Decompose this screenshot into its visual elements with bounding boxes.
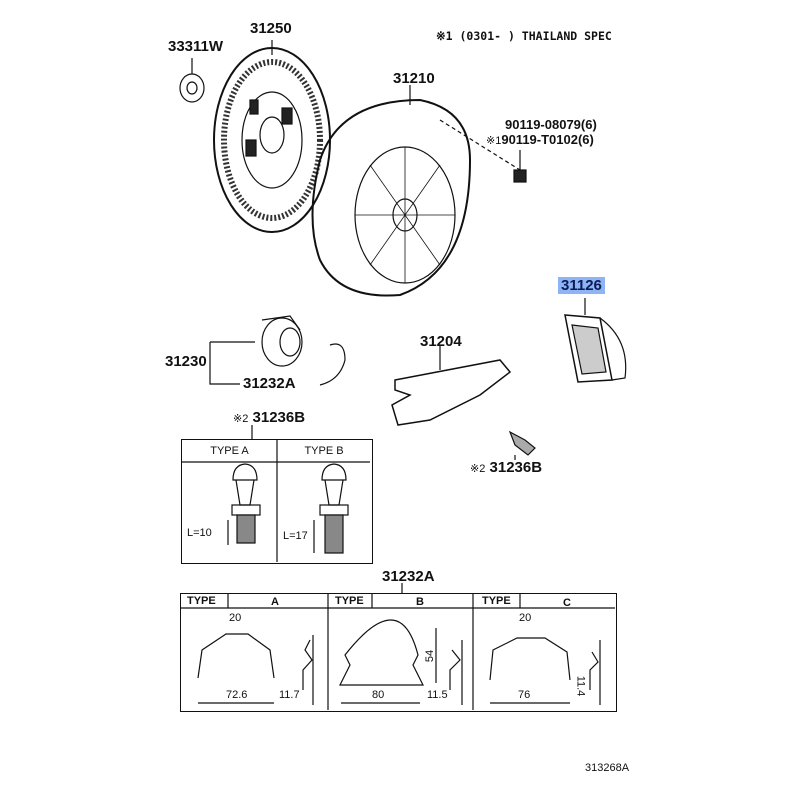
bolt-part-number: 90119-T0102(6) <box>501 132 594 147</box>
clip-c-side-dim: 11.4 <box>574 675 587 697</box>
pivot-length-a: L=10 <box>187 527 212 539</box>
clip-a-top-dim: 20 <box>229 612 242 624</box>
pivot-length-b: L=17 <box>283 530 308 542</box>
clip-type-c: C <box>563 597 571 609</box>
clip-type-label-c: TYPE <box>482 595 511 607</box>
part-31210[interactable]: 31210 <box>393 70 435 87</box>
clip-c-width-dim: 76 <box>518 689 531 701</box>
clip-type-table <box>180 593 617 712</box>
clip-b-height-dim: 54 <box>424 649 437 663</box>
part-31126-highlighted: 31126 <box>558 277 605 294</box>
clutch-cover-drawing <box>311 85 521 297</box>
spec-note-mark: ※1 <box>436 29 453 43</box>
note-mark: ※2 <box>233 413 249 425</box>
release-fork-boot-drawing <box>564 298 627 383</box>
clip-type-label-b: TYPE <box>335 595 364 607</box>
part-90119-T0102[interactable]: ※190119-T0102(6) <box>486 132 594 147</box>
clip-type-b: B <box>416 596 424 608</box>
part-31230[interactable]: 31230 <box>165 353 207 370</box>
clip-a-width-dim: 72.6 <box>226 689 248 701</box>
clip-table-title[interactable]: 31232A <box>382 568 435 585</box>
clip-table-drawing <box>180 583 615 710</box>
part-31204[interactable]: 31204 <box>420 333 462 350</box>
part-number: 31236B <box>489 459 543 476</box>
release-bearing-drawing <box>209 315 346 386</box>
part-31250[interactable]: 31250 <box>250 20 292 37</box>
pivot-table-drawing <box>182 440 370 562</box>
bolt-drawing <box>513 150 527 183</box>
part-33311W[interactable]: 33311W <box>168 38 224 55</box>
part-31232A[interactable]: 31232A <box>243 375 296 392</box>
bolt-note-mark: ※1 <box>486 135 502 147</box>
pilot-bearing-drawing <box>179 58 205 103</box>
clip-type-a: A <box>271 596 279 608</box>
pivot-type-table <box>181 439 373 564</box>
clutch-disc-drawing <box>213 40 331 233</box>
part-31236B-right[interactable]: ※2 31236B <box>470 459 542 476</box>
diagram-code: 313268A <box>585 762 630 774</box>
clip-b-width-dim: 80 <box>372 689 385 701</box>
spec-note: ※1 (0301- ) THAILAND SPEC <box>436 29 612 43</box>
pivot-type-a-header: TYPE A <box>210 445 249 457</box>
clip-b-side-dim: 11.5 <box>427 689 448 701</box>
pivot-type-b-header: TYPE B <box>304 445 344 457</box>
clip-c-top-dim: 20 <box>519 612 532 624</box>
clip-type-label-a: TYPE <box>187 595 216 607</box>
pivot-drawing <box>251 425 536 460</box>
part-31126[interactable]: 31126 <box>558 277 605 294</box>
part-31236B-top[interactable]: ※2 31236B <box>233 409 305 426</box>
part-90119-08079[interactable]: 90119-08079(6) <box>505 117 597 132</box>
part-number: 31236B <box>252 409 306 426</box>
note-mark: ※2 <box>470 463 486 475</box>
release-fork-drawing <box>391 345 512 426</box>
spec-note-text: (0301- ) THAILAND SPEC <box>459 29 612 43</box>
clip-a-side-dim: 11.7 <box>279 689 300 701</box>
